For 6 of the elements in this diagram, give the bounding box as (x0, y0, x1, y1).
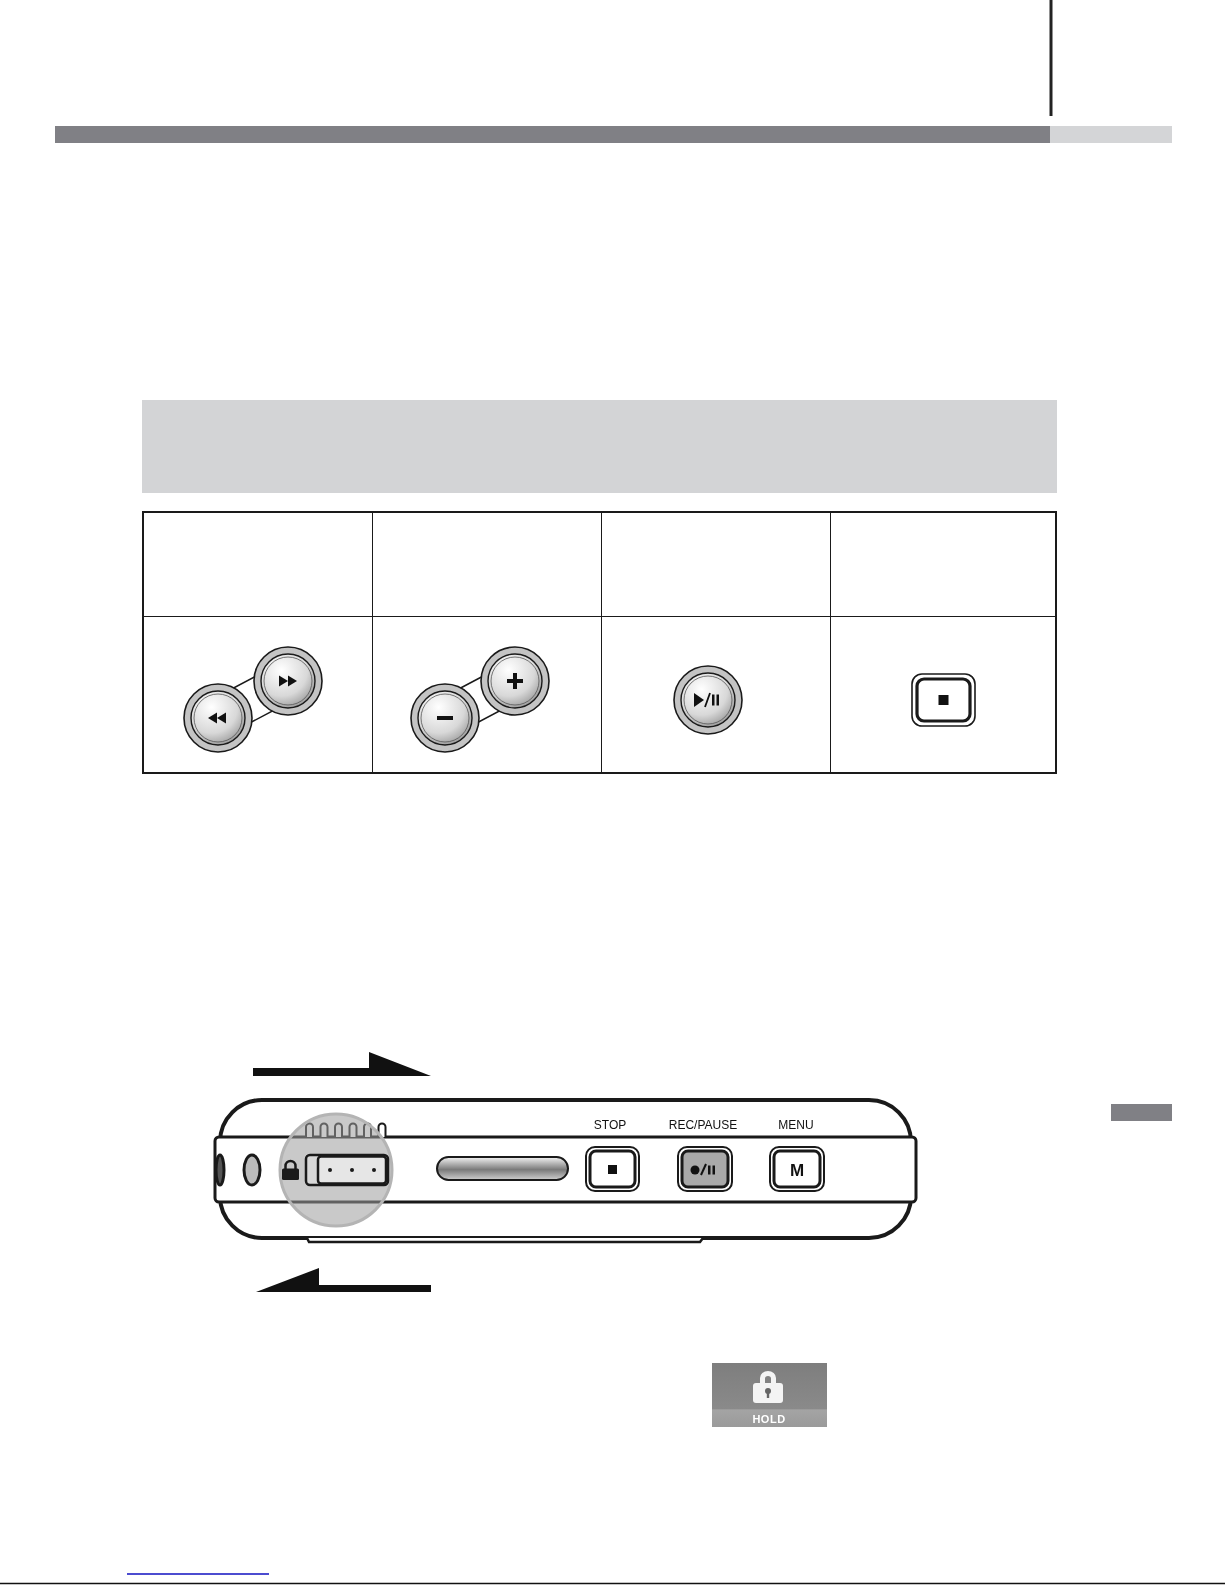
hold-text: HOLD (752, 1413, 786, 1425)
button-label: REC/PAUSE (668, 1119, 738, 1131)
heading-band (142, 400, 1057, 493)
key-letter: M (789, 1161, 805, 1179)
button-label: MENU (778, 1119, 814, 1131)
button-label: STOP (593, 1119, 627, 1131)
